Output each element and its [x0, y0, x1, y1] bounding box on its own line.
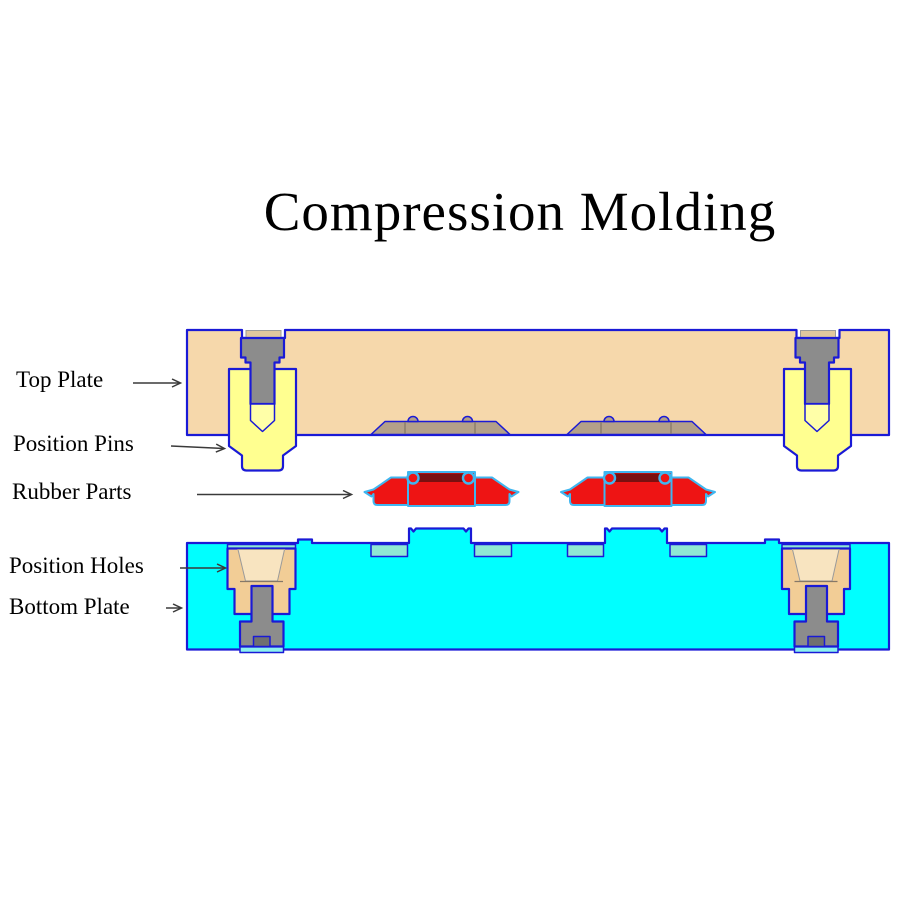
rubber-left-wing-right [474, 476, 520, 506]
position-hole-right [780, 547, 852, 616]
flange-recess-2 [473, 543, 513, 558]
position-pins-arrow [170, 446, 224, 449]
cavity-right-bump-2 [658, 415, 670, 423]
cavity-left-bump-2 [461, 415, 474, 423]
pin-tip-right [804, 403, 830, 433]
tapered-hole-right [791, 549, 840, 582]
rubber-part-right [560, 471, 716, 507]
rubber-left-hole-2 [461, 471, 476, 485]
position-pin-bottom-left [238, 584, 285, 654]
rubber-right-dark-band [606, 473, 670, 482]
rubber-left-dark-band [409, 473, 474, 482]
pin-cap-right [800, 330, 836, 339]
position-pin-top-right [794, 336, 840, 433]
rubber-parts-label: Rubber Parts [12, 479, 132, 504]
bottom-plate-body [185, 527, 891, 651]
cavity-left-bump-1 [407, 415, 419, 423]
pin-notch-left [252, 635, 271, 648]
flange-recess-1 [370, 543, 409, 558]
cavity-right-bump-1 [603, 415, 615, 423]
rubber-right-wing-left [560, 476, 606, 506]
rubber-right-hole-2 [658, 471, 672, 485]
rubber-left-wing-left [363, 476, 409, 506]
bottom-pin-left [238, 584, 285, 648]
label-arrows [133, 383, 351, 608]
top-plate-body [185, 328, 891, 437]
cavity-left-shape [370, 420, 511, 436]
rubber-right-wing-right [670, 476, 716, 506]
position-pin-bottom-right [793, 584, 840, 654]
cavity-right-shape [566, 420, 707, 436]
flange-recess-4 [669, 543, 708, 558]
mold-cavity-left [370, 415, 511, 436]
position-pin-top-left [239, 336, 286, 433]
top-plate [185, 328, 891, 472]
pin-cap-left [245, 330, 282, 339]
tapered-hole-left [237, 549, 286, 582]
mold-cavity-right [566, 415, 707, 436]
pin-tip-left [249, 403, 276, 433]
position-pins-label: Position Pins [13, 431, 134, 456]
rubber-part-left [363, 471, 520, 507]
bottom-plate [185, 527, 891, 654]
rubber-left-hole-1 [406, 471, 420, 485]
top-plate-label: Top Plate [16, 367, 104, 392]
page-title: Compression Molding [263, 181, 777, 242]
pin-notch-right [807, 635, 826, 648]
bottom-plate-label: Bottom Plate [9, 594, 130, 619]
rubber-right-hole-1 [602, 471, 617, 485]
position-holes-label: Position Holes [9, 553, 144, 578]
position-hole-left [226, 547, 297, 616]
flange-recess-3 [566, 543, 605, 558]
bottom-pin-right [793, 584, 840, 648]
